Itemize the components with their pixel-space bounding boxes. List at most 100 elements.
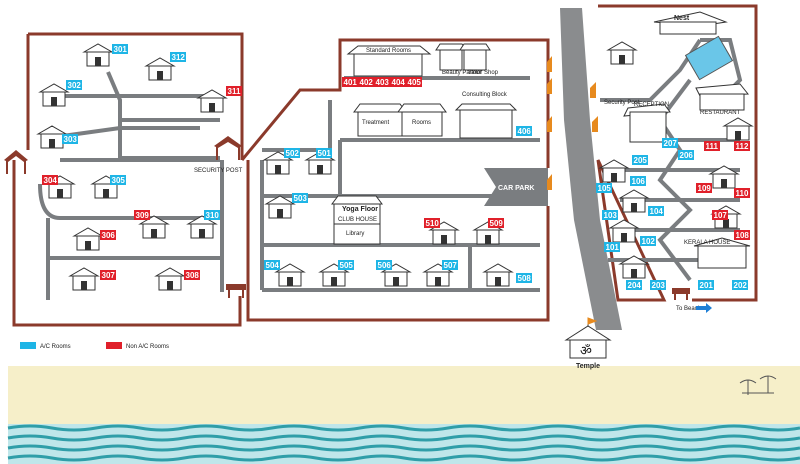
room-badge-bg (170, 52, 186, 62)
room-badge-bg (640, 236, 656, 246)
left-block-boundary (12, 32, 244, 327)
room-badge-bg (316, 148, 332, 158)
room-badge-505[interactable]: 505 (338, 260, 354, 270)
room-number: 203 (652, 281, 666, 290)
room-badge-307[interactable]: 307 (100, 270, 116, 280)
room-number: 401 (344, 78, 358, 87)
room-number: 309 (136, 211, 150, 220)
room-badge-103[interactable]: 103 (602, 210, 618, 220)
room-badge-109[interactable]: 109 (696, 183, 712, 193)
room-badge-bg (184, 270, 200, 280)
cottage-icon (428, 221, 460, 245)
room-badge-503[interactable]: 503 (292, 193, 308, 203)
room-number: 503 (294, 194, 308, 203)
room-badge-bg (662, 138, 678, 148)
cottage-icon (72, 227, 104, 251)
room-badge-403[interactable]: 403 (374, 77, 390, 87)
gate-icon (4, 136, 690, 300)
reception-building (623, 103, 671, 143)
room-badge-bg (696, 183, 712, 193)
room-badge-305[interactable]: 305 (110, 175, 126, 185)
room-badge-304[interactable]: 304 (42, 175, 58, 185)
room-badge-206[interactable]: 206 (678, 150, 694, 160)
room-number: 204 (628, 281, 642, 290)
road-gate-icon (547, 56, 598, 190)
cottage-icon (318, 263, 350, 287)
cottage-icon (38, 83, 70, 107)
room-badge-bg (100, 230, 116, 240)
room-badge-207[interactable]: 207 (662, 138, 678, 148)
room-number: 311 (228, 87, 241, 96)
room-badge-310[interactable]: 310 (204, 210, 220, 220)
room-badge-510[interactable]: 510 (424, 218, 440, 228)
room-badge-302[interactable]: 302 (66, 80, 82, 90)
room-badge-402[interactable]: 402 (358, 77, 374, 87)
room-number: 308 (186, 271, 200, 280)
room-badge-303[interactable]: 303 (62, 134, 78, 144)
room-badge-112[interactable]: 112 (734, 141, 750, 151)
room-badge-bg (648, 206, 664, 216)
room-badge-105[interactable]: 105 (596, 183, 612, 193)
arrow-right-icon (696, 303, 712, 313)
room-badge-507[interactable]: 507 (442, 260, 458, 270)
cottage-icon (154, 267, 186, 291)
room-number: 501 (318, 149, 332, 158)
room-badge-bg (390, 77, 406, 87)
room-badge-102[interactable]: 102 (640, 236, 656, 246)
room-badge-bg (112, 44, 128, 54)
room-badge-405[interactable]: 405 (406, 77, 422, 87)
room-badge-bg (204, 210, 220, 220)
room-number: 110 (736, 189, 749, 198)
room-badge-509[interactable]: 509 (488, 218, 504, 228)
room-badge-202[interactable]: 202 (732, 280, 748, 290)
room-badge-201[interactable]: 201 (698, 280, 714, 290)
cottage-icon (36, 125, 68, 149)
room-badge-309[interactable]: 309 (134, 210, 150, 220)
room-badge-501[interactable]: 501 (316, 148, 332, 158)
room-badge-312[interactable]: 312 (170, 52, 186, 62)
room-badge-404[interactable]: 404 (390, 77, 406, 87)
room-badge-110[interactable]: 110 (734, 188, 750, 198)
room-badge-306[interactable]: 306 (100, 230, 116, 240)
room-badge-104[interactable]: 104 (648, 206, 664, 216)
car-park: CAR PARK (484, 168, 548, 206)
room-badge-bg (442, 260, 458, 270)
library-label: Library (346, 231, 364, 237)
room-badge-bg (734, 188, 750, 198)
restaurant-label: RESTAURANT (700, 110, 741, 116)
room-badge-203[interactable]: 203 (650, 280, 666, 290)
yoga-floor-label: Yoga Floor (342, 206, 378, 213)
room-badge-bg (626, 280, 642, 290)
cottage-icon (196, 89, 228, 113)
room-badge-101[interactable]: 101 (604, 242, 620, 252)
room-badge-107[interactable]: 107 (712, 210, 728, 220)
room-number: 508 (518, 274, 532, 283)
room-badge-401[interactable]: 401 (342, 77, 358, 87)
room-badge-bg (596, 183, 612, 193)
room-badge-111[interactable]: 111 (704, 141, 720, 151)
room-badge-108[interactable]: 108 (734, 230, 750, 240)
room-badge-106[interactable]: 106 (630, 176, 646, 186)
room-badge-508[interactable]: 508 (516, 273, 532, 283)
room-badge-406[interactable]: 406 (516, 126, 532, 136)
room-badge-205[interactable]: 205 (632, 155, 648, 165)
room-badge-301[interactable]: 301 (112, 44, 128, 54)
room-badge-bg (704, 141, 720, 151)
room-badge-504[interactable]: 504 (264, 260, 280, 270)
room-number: 201 (700, 281, 714, 290)
room-badge-311[interactable]: 311 (226, 86, 242, 96)
room-badge-308[interactable]: 308 (184, 270, 200, 280)
room-badge-502[interactable]: 502 (284, 148, 300, 158)
room-badge-204[interactable]: 204 (626, 280, 642, 290)
room-number: 505 (340, 261, 354, 270)
room-number: 106 (632, 177, 646, 186)
nest-label: Nest (674, 15, 690, 22)
main-road (560, 8, 622, 330)
cottage-icon (618, 255, 650, 279)
room-badge-bg (338, 260, 354, 270)
cottage-icon (708, 165, 740, 189)
room-number: 111 (706, 142, 719, 151)
room-badge-bg (650, 280, 666, 290)
room-badge-506[interactable]: 506 (376, 260, 392, 270)
cottage-icon (68, 267, 100, 291)
